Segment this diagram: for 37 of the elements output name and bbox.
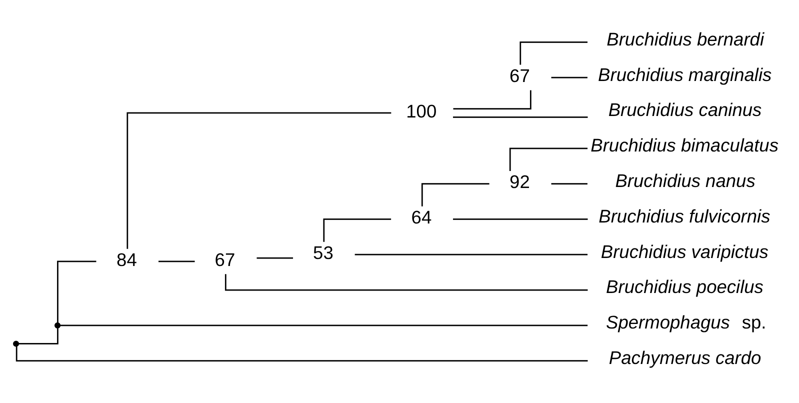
connector <box>57 260 96 323</box>
node-text: Spermophagus sp. <box>606 312 766 333</box>
connector <box>323 218 392 242</box>
node-text: Bruchidius varipictus <box>600 240 768 262</box>
connector <box>256 257 294 259</box>
node-point <box>54 322 61 328</box>
connector <box>551 183 588 184</box>
node-text: Bruchidius poecilus <box>606 276 764 298</box>
node-text: Bruchidius caninus <box>608 99 762 120</box>
connector <box>453 116 588 118</box>
connector <box>551 76 588 78</box>
node-text: 67 <box>214 248 236 270</box>
connector <box>354 254 588 256</box>
connector <box>421 183 490 206</box>
node-text: Bruchidius bimaculatus <box>590 134 778 156</box>
connector <box>453 218 588 220</box>
connector <box>16 346 588 362</box>
connector <box>18 328 58 344</box>
connector <box>60 324 588 326</box>
node-text: Bruchidius bernardi <box>606 28 764 50</box>
connector <box>453 90 532 110</box>
connector <box>520 41 588 65</box>
node-text: Bruchidius marginalis <box>598 64 772 85</box>
node-text: 92 <box>510 171 530 192</box>
node-text: 100 <box>406 100 437 122</box>
node-text: 64 <box>411 206 432 228</box>
node-text: Pachymerus cardo <box>608 347 762 368</box>
connector <box>126 112 392 249</box>
connector <box>509 148 588 171</box>
node-text: Bruchidius nanus <box>615 170 756 191</box>
node-text: Bruchidius fulvicornis <box>598 205 770 226</box>
node-text: 84 <box>116 248 137 270</box>
node-text: 67 <box>510 64 530 86</box>
connector <box>224 274 588 291</box>
connector <box>158 260 195 262</box>
node-point <box>13 340 20 347</box>
node-text: 53 <box>313 242 334 263</box>
